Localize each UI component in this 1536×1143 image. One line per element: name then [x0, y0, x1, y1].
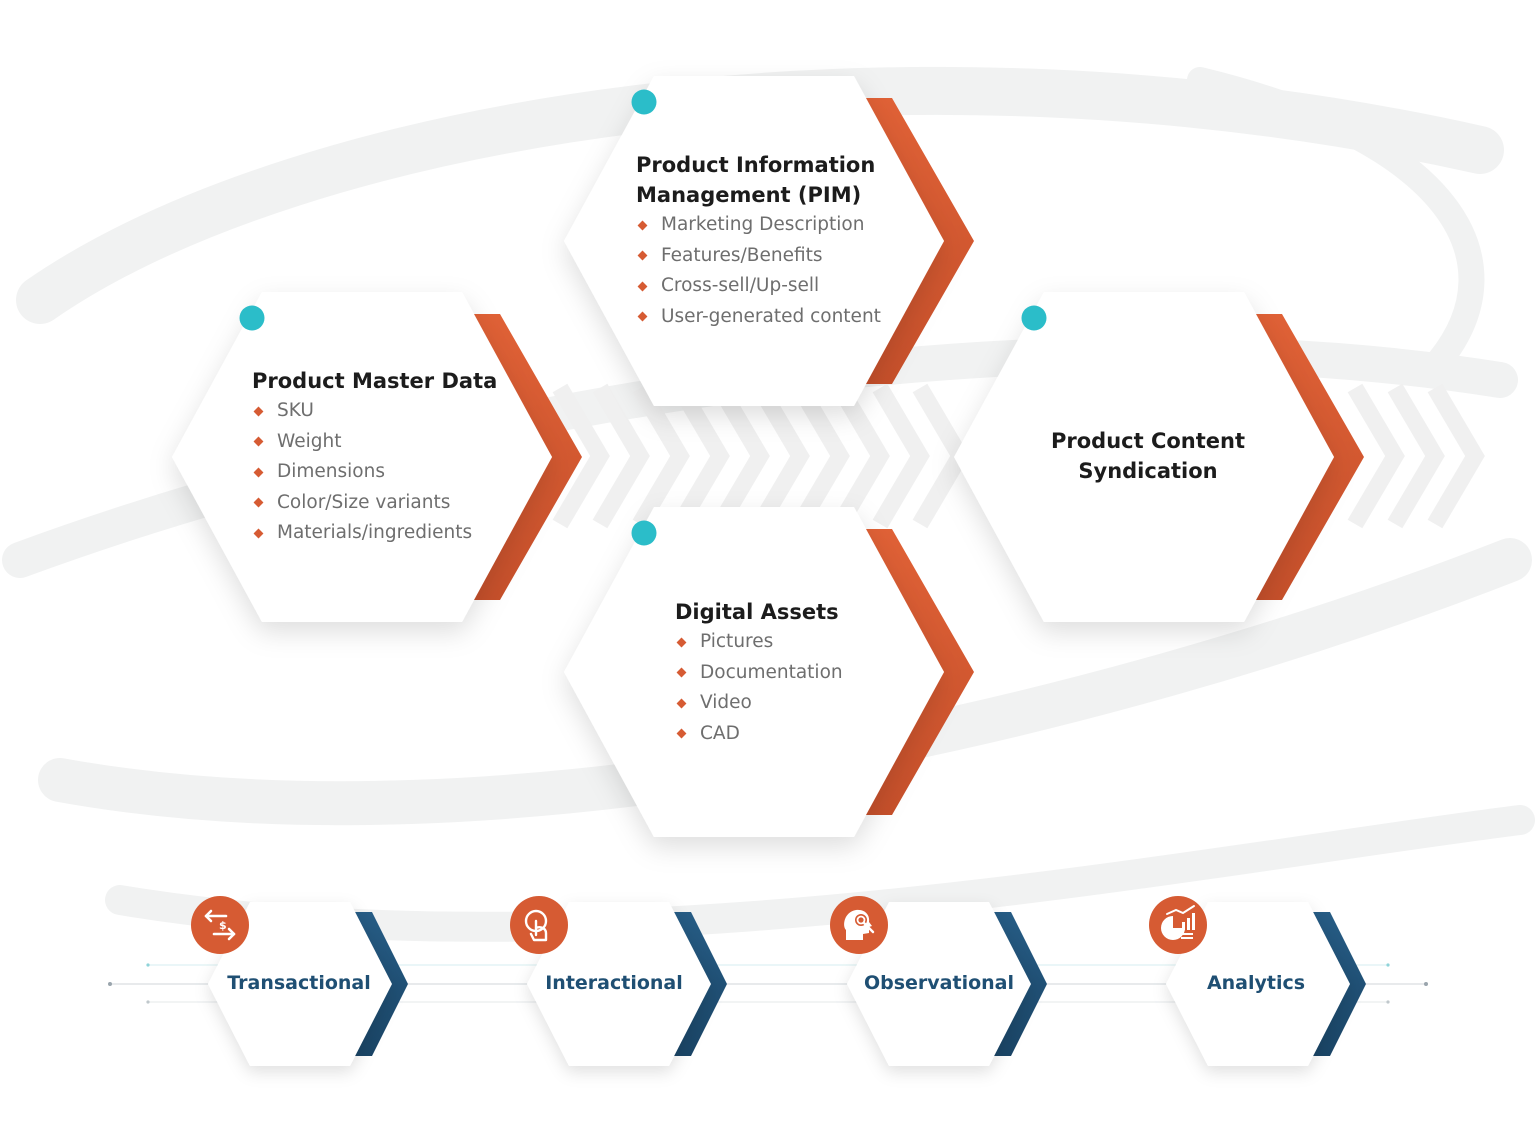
assets-title: Digital Assets	[675, 600, 839, 624]
hex-product-content-syndication: Product Content Syndication	[1040, 426, 1256, 486]
diamond-bullet-icon	[637, 281, 648, 292]
list-item: SKU	[252, 396, 497, 427]
syndication-title-line1: Product Content	[1050, 429, 1245, 453]
diamond-bullet-icon	[676, 637, 687, 648]
list-item: Features/Benefits	[636, 241, 881, 272]
list-item: Documentation	[675, 658, 843, 689]
assets-list: Pictures Documentation Video CAD	[675, 627, 843, 749]
list-item: Pictures	[675, 627, 843, 658]
master-title: Product Master Data	[252, 369, 498, 393]
teal-dot	[239, 305, 265, 331]
analytics-chart-icon	[1161, 905, 1195, 940]
list-item: Materials/ingredients	[252, 518, 497, 549]
head-search-icon	[844, 909, 875, 940]
hex-pim-shape	[564, 76, 974, 406]
list-item: User-generated content	[636, 302, 881, 333]
hex-transactional-shape: $	[191, 896, 408, 1066]
diamond-bullet-icon	[676, 667, 687, 678]
hex-product-master-data-shape	[172, 292, 582, 622]
teal-dot	[631, 520, 657, 546]
list-item: Marketing Description	[636, 210, 881, 241]
diamond-bullet-icon	[676, 698, 687, 709]
hex-interactional-shape	[510, 896, 727, 1066]
touch-click-icon	[524, 909, 548, 942]
diamond-bullet-icon	[253, 406, 264, 417]
pim-list: Marketing Description Features/Benefits …	[636, 210, 881, 332]
list-item: Dimensions	[252, 457, 497, 488]
diamond-bullet-icon	[253, 528, 264, 539]
diamond-bullet-icon	[637, 220, 648, 231]
pim-title-line2: Management (PIM)	[636, 183, 862, 207]
label-analytics: Analytics	[1206, 972, 1306, 994]
hex-syndication-shape	[954, 292, 1364, 622]
diamond-bullet-icon	[253, 436, 264, 447]
syndication-title-line2: Syndication	[1078, 459, 1218, 483]
exchange-dollar-icon: $	[204, 909, 236, 941]
list-item: Color/Size variants	[252, 488, 497, 519]
master-list: SKU Weight Dimensions Color/Size variant…	[252, 396, 497, 549]
diamond-bullet-icon	[637, 250, 648, 261]
hex-product-master-data: Product Master Data SKU Weight Dimension…	[252, 366, 497, 549]
diamond-bullet-icon	[676, 728, 687, 739]
diamond-bullet-icon	[637, 311, 648, 322]
hex-pim: Product Information Management (PIM) Mar…	[636, 150, 881, 332]
diamond-bullet-icon	[253, 467, 264, 478]
diamond-bullet-icon	[253, 497, 264, 508]
label-interactional: Interactional	[545, 972, 683, 994]
background-chevrons	[552, 383, 1485, 529]
list-item: CAD	[675, 719, 843, 750]
hex-observational-shape	[830, 896, 1047, 1066]
list-item: Video	[675, 688, 843, 719]
label-transactional: Transactional	[227, 972, 371, 994]
list-item: Cross-sell/Up-sell	[636, 271, 881, 302]
label-observational: Observational	[863, 972, 1015, 994]
svg-text:$: $	[219, 919, 227, 932]
teal-dot	[631, 89, 657, 115]
hex-digital-assets-shape	[564, 507, 974, 837]
pim-title-line1: Product Information	[636, 153, 876, 177]
hex-digital-assets: Digital Assets Pictures Documentation Vi…	[675, 597, 843, 749]
hex-analytics-shape	[1149, 896, 1366, 1066]
list-item: Weight	[252, 427, 497, 458]
teal-dot	[1021, 305, 1047, 331]
